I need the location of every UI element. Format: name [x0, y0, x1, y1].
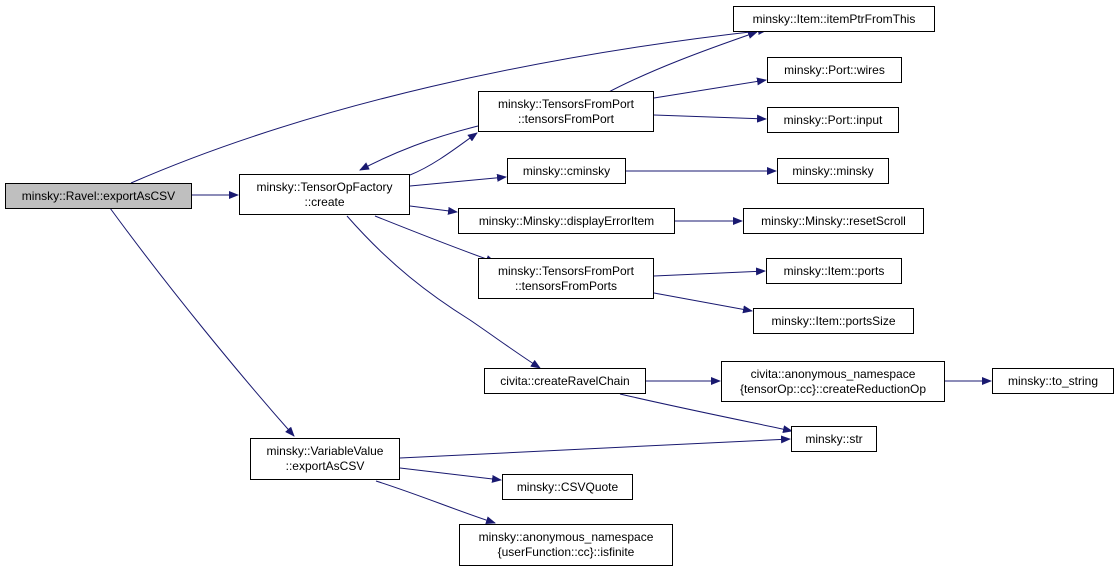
node-label-line: ::tensorsFromPorts	[514, 278, 618, 293]
node-csvQuote[interactable]: minsky::CSVQuote	[502, 474, 633, 500]
node-label-line: {tensorOp::cc}::createReductionOp	[739, 381, 927, 396]
node-ravel-exportAsCSV: minsky::Ravel::exportAsCSV	[5, 183, 192, 209]
edge-tensorsFromPort-to-wires	[653, 77, 767, 99]
node-label-line: minsky::Minsky::displayErrorItem	[478, 213, 655, 228]
edge-create-to-displayErrorItem	[409, 205, 458, 215]
edge-variableValue-to-str	[399, 435, 791, 459]
node-port-input[interactable]: minsky::Port::input	[767, 107, 899, 133]
node-createRavelChain[interactable]: civita::createRavelChain	[484, 368, 646, 394]
node-label-line: minsky::TensorOpFactory	[256, 179, 393, 194]
edge-tensorsFromPorts-to-portsSize	[653, 292, 753, 314]
edge-variableValue-to-isfinite	[375, 480, 496, 525]
edge-tensorsFromPorts-to-ports	[653, 267, 766, 277]
node-label-line: {userFunction::cc}::isfinite	[497, 545, 635, 559]
node-label-line: minsky::Item::ports	[783, 263, 885, 278]
edge-tensorsFromPort-to-create	[359, 125, 479, 171]
node-label-line: minsky::Port::wires	[784, 62, 885, 77]
node-cminsky[interactable]: minsky::cminsky	[507, 158, 626, 184]
node-label-line: minsky::Port::input	[783, 112, 883, 127]
node-label-line: minsky::Item::portsSize	[771, 313, 896, 328]
node-label-line: minsky::to_string	[1007, 373, 1099, 388]
node-tensorOpFactory-create[interactable]: minsky::TensorOpFactory::create	[239, 174, 410, 215]
node-label-line: minsky::anonymous_namespace	[478, 530, 654, 544]
node-label-line: minsky::CSVQuote	[516, 479, 619, 494]
node-variableValue-exportAsCSV[interactable]: minsky::VariableValue::exportAsCSV	[250, 438, 400, 480]
node-resetScroll[interactable]: minsky::Minsky::resetScroll	[743, 208, 924, 234]
node-label-line: minsky::str	[805, 431, 863, 446]
node-label-line: minsky::minsky	[792, 163, 874, 178]
edge-createRavelChain-to-str	[619, 393, 793, 434]
node-tensorsFromPorts[interactable]: minsky::TensorsFromPort::tensorsFromPort…	[478, 258, 654, 299]
node-item-itemPtrFromThis[interactable]: minsky::Item::itemPtrFromThis	[733, 6, 935, 32]
node-minsky-minsky[interactable]: minsky::minsky	[777, 158, 889, 184]
edge-create-to-createRavelChain	[346, 215, 541, 369]
node-createReductionOp[interactable]: civita::anonymous_namespace{tensorOp::cc…	[721, 361, 945, 402]
edge-tensorsFromPort-to-itemPtrFromThis	[604, 31, 758, 95]
node-item-portsSize[interactable]: minsky::Item::portsSize	[753, 308, 914, 334]
node-label-line: ::tensorsFromPort	[517, 111, 615, 126]
node-item-ports[interactable]: minsky::Item::ports	[766, 258, 902, 284]
edge-create-to-tensorsFromPorts	[374, 215, 496, 263]
node-label-line: civita::anonymous_namespace	[750, 366, 916, 381]
node-to-string[interactable]: minsky::to_string	[992, 368, 1114, 394]
edge-create-to-cminsky	[409, 173, 507, 187]
node-port-wires[interactable]: minsky::Port::wires	[767, 57, 902, 83]
edge-tensorsFromPort-to-input	[653, 114, 767, 123]
edge-variableValue-to-csvQuote	[399, 467, 502, 483]
node-label-line: civita::createRavelChain	[500, 373, 630, 388]
node-tensorsFromPort[interactable]: minsky::TensorsFromPort::tensorsFromPort	[478, 91, 654, 132]
edge-exportAsCSV-to-variableValue	[109, 207, 295, 437]
node-minsky-str[interactable]: minsky::str	[791, 426, 877, 452]
node-label-line: minsky::cminsky	[522, 163, 611, 178]
node-label-line: ::create	[304, 194, 345, 209]
edge-exportAsCSV-to-itemPtrFromThis	[130, 27, 768, 184]
node-label-line: minsky::Item::itemPtrFromThis	[752, 11, 916, 26]
node-isfinite[interactable]: minsky::anonymous_namespace{userFunction…	[459, 524, 673, 566]
node-label-line: ::exportAsCSV	[285, 459, 365, 473]
node-label-line: minsky::VariableValue	[266, 444, 384, 458]
node-label-line: minsky::TensorsFromPort	[497, 263, 635, 278]
node-label-line: minsky::Minsky::resetScroll	[761, 213, 906, 228]
node-displayErrorItem[interactable]: minsky::Minsky::displayErrorItem	[458, 208, 675, 234]
edge-create-to-tensorsFromPort	[409, 132, 478, 176]
node-label-line: minsky::Ravel::exportAsCSV	[21, 188, 176, 203]
node-label-line: minsky::TensorsFromPort	[497, 96, 635, 111]
